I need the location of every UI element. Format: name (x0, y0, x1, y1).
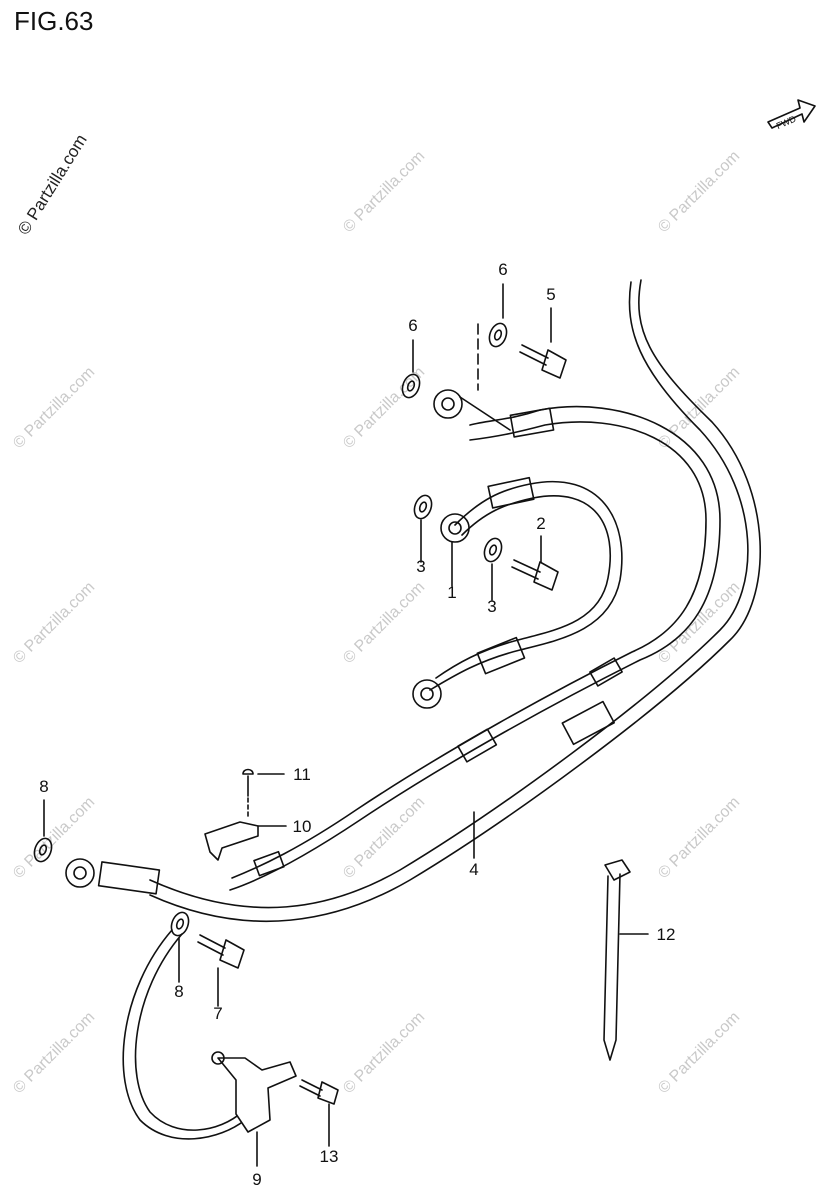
callout-8-upper: 8 (39, 777, 49, 796)
callout-5: 5 (546, 285, 556, 304)
callout-11: 11 (293, 765, 311, 784)
callout-3-right: 3 (487, 597, 497, 616)
brake-hose-upper (229, 405, 721, 891)
fwd-label: FWD (775, 113, 798, 131)
brake-hose-4-inner (149, 279, 762, 923)
callout-7: 7 (213, 1004, 223, 1023)
fwd-arrow-icon: FWD (767, 99, 816, 131)
callout-6-lower: 6 (408, 316, 418, 335)
brake-hose-1 (429, 480, 623, 691)
callout-6-upper: 6 (498, 260, 508, 279)
callout-4: 4 (469, 860, 479, 879)
callout-10: 10 (292, 817, 312, 836)
figure-title: FIG.63 (14, 6, 94, 36)
callout-12: 12 (656, 925, 676, 944)
callout-2: 2 (536, 514, 546, 533)
brake-hose-4-outer (149, 281, 749, 909)
callout-13: 13 (319, 1147, 339, 1166)
callout-1: 1 (447, 583, 457, 602)
callout-8-lower: 8 (174, 982, 184, 1001)
callout-3-left: 3 (416, 557, 426, 576)
callout-9: 9 (252, 1170, 262, 1189)
